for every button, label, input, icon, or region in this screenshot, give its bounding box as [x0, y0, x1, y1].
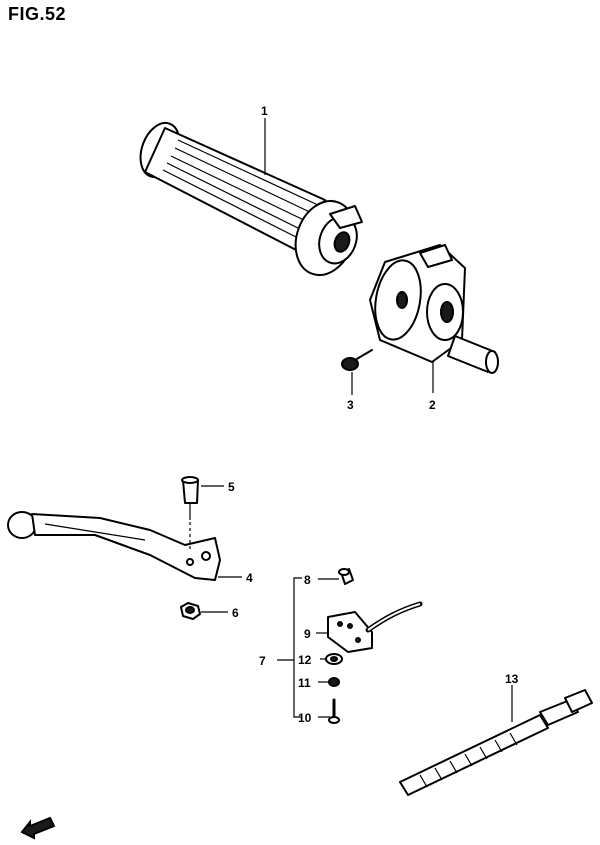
callout-8: 8: [304, 573, 311, 587]
callout-9: 9: [304, 627, 311, 641]
callout-5: 5: [228, 480, 235, 494]
brake-light-switch: [327, 601, 423, 653]
callout-1: 1: [261, 104, 268, 118]
screw-3: [341, 349, 373, 371]
nut-11: [328, 677, 340, 687]
callout-3: 3: [347, 398, 354, 412]
cable-tie-clamp: [399, 689, 593, 796]
callout-7: 7: [259, 654, 266, 668]
callout-6: 6: [232, 606, 239, 620]
front-direction-arrow-icon: [20, 816, 56, 840]
leader-lines: [201, 118, 513, 722]
handlebar-switch-housing: [369, 244, 499, 374]
switch-assembly-bracket: [277, 577, 302, 718]
callout-11: 11: [298, 676, 311, 690]
lever-bolt: [181, 476, 199, 550]
callout-2: 2: [429, 398, 436, 412]
washer: [325, 653, 343, 665]
callout-12: 12: [298, 653, 312, 667]
lever-nut: [180, 602, 201, 620]
callout-10: 10: [298, 711, 312, 725]
throttle-grip: [139, 121, 363, 276]
screw-10: [328, 698, 340, 724]
brake-lever: [7, 511, 221, 581]
switch-screw: [338, 568, 354, 585]
callout-13: 13: [505, 672, 519, 686]
figure-title: FIG.52: [8, 4, 67, 24]
callout-4: 4: [246, 571, 253, 585]
